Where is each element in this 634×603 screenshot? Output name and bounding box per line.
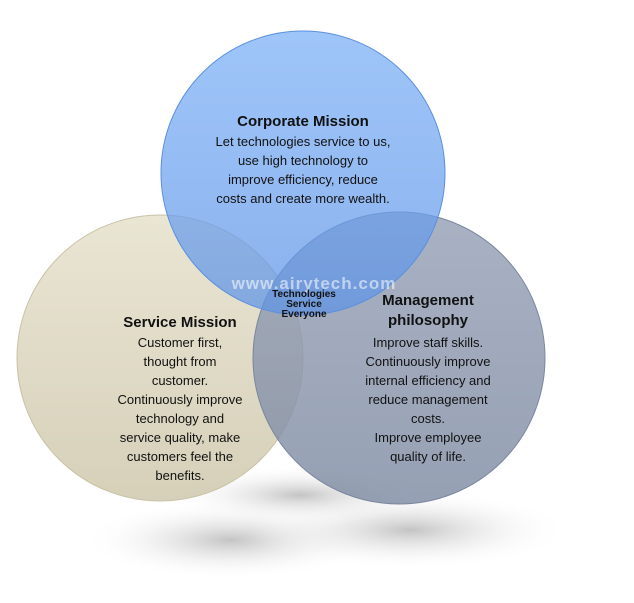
service-mission-label: Service Mission Customer first, thought … xyxy=(100,313,260,485)
corporate-mission-text: Let technologies service to us, use high… xyxy=(215,134,391,206)
corporate-mission-label: Corporate Mission Let technologies servi… xyxy=(180,112,426,208)
corporate-circle xyxy=(160,30,446,316)
corporate-mission-title: Corporate Mission xyxy=(237,113,369,130)
center-overlap-text: Technologies Service Everyone xyxy=(272,289,336,320)
management-philosophy-title: Management philosophy xyxy=(382,292,474,329)
service-mission-title: Service Mission xyxy=(123,314,237,331)
management-philosophy-label: Management philosophy Improve staff skil… xyxy=(350,291,506,466)
management-philosophy-text: Improve staff skills. Continuously impro… xyxy=(365,335,491,464)
service-mission-text: Customer first, thought from customer. C… xyxy=(117,335,243,483)
watermark: www.airytech.com xyxy=(231,274,397,293)
